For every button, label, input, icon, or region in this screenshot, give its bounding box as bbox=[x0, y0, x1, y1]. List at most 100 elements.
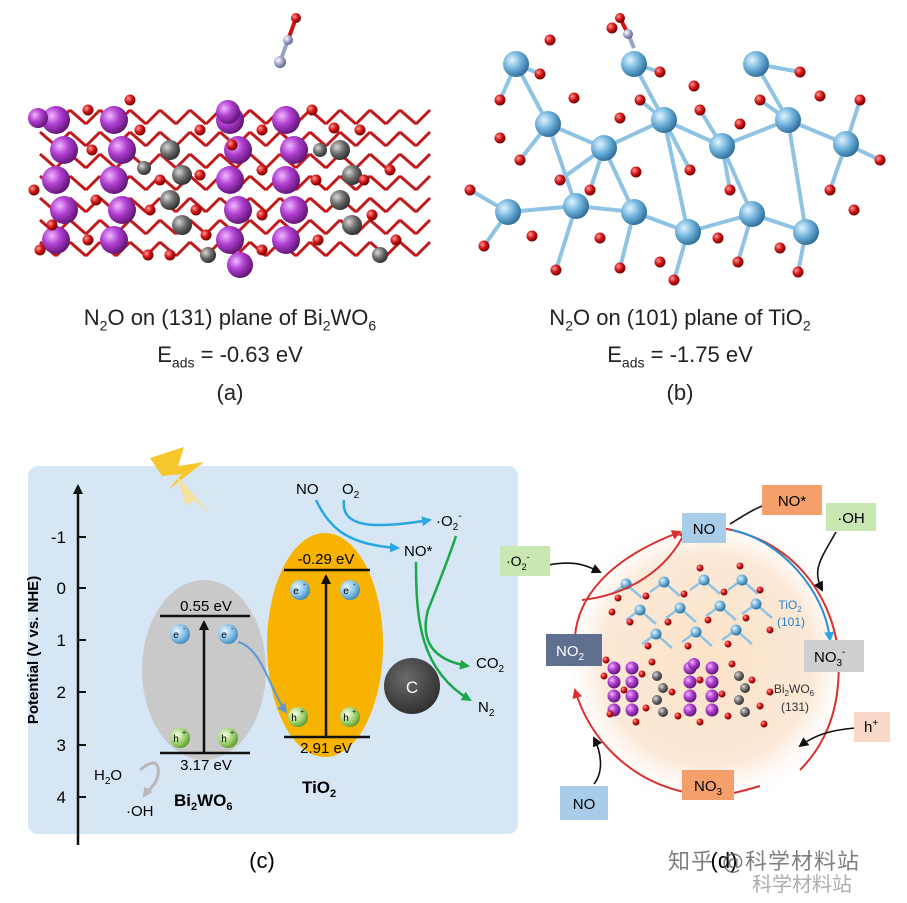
ti-atom bbox=[634, 604, 646, 616]
bond bbox=[39, 152, 57, 170]
cycle-arc-no2-to-no bbox=[581, 528, 688, 601]
o-atom bbox=[494, 132, 506, 144]
n-atom bbox=[274, 56, 286, 68]
w-atom bbox=[658, 683, 668, 693]
hole-attack-arrow bbox=[798, 727, 857, 748]
panel-b-eads: Eads = -1.75 eV bbox=[607, 342, 753, 371]
w-atom bbox=[658, 707, 668, 717]
o-atom bbox=[704, 616, 712, 624]
bond bbox=[189, 152, 207, 170]
w-atom bbox=[740, 707, 750, 717]
axis-tick-label: 2 bbox=[57, 683, 66, 702]
bi-atom bbox=[625, 703, 639, 717]
no-bottom-arrow bbox=[593, 736, 603, 785]
o-atom bbox=[814, 90, 826, 102]
ti-atom bbox=[833, 131, 859, 157]
o-atom bbox=[602, 656, 610, 664]
bi-atom bbox=[50, 196, 78, 224]
o2-label-c: O2 bbox=[342, 481, 360, 501]
o-atom bbox=[200, 229, 212, 241]
w-atom bbox=[330, 140, 350, 160]
ti-atom bbox=[775, 107, 801, 133]
heterojunction-structure bbox=[600, 562, 774, 728]
bi2wo6-slab-structure bbox=[28, 94, 432, 278]
o-atom bbox=[256, 244, 268, 256]
n2o-molecule-b bbox=[615, 13, 636, 49]
bi-atom bbox=[705, 703, 719, 717]
bond bbox=[189, 130, 207, 148]
panel-b-tag: (b) bbox=[666, 379, 694, 405]
o-atom bbox=[694, 104, 706, 116]
o-atom bbox=[194, 124, 206, 136]
axis-tick-label: 0 bbox=[57, 579, 66, 598]
ti-atom bbox=[503, 51, 529, 77]
w-atom bbox=[734, 695, 744, 705]
o-atom bbox=[354, 124, 366, 136]
o-atom bbox=[384, 164, 396, 176]
bi-atom bbox=[108, 196, 136, 224]
o-atom bbox=[644, 642, 652, 650]
bond bbox=[144, 130, 162, 148]
bi2wo6-vb-value: 3.17 eV bbox=[180, 757, 232, 774]
bond bbox=[399, 152, 417, 170]
bond bbox=[174, 130, 192, 148]
bond bbox=[129, 218, 147, 236]
bond bbox=[129, 196, 147, 214]
bond bbox=[294, 218, 312, 236]
w-atom bbox=[172, 215, 192, 235]
o-atom bbox=[774, 242, 786, 254]
o-atom bbox=[544, 34, 556, 46]
o-atom bbox=[668, 274, 680, 286]
svg-text:h: h bbox=[221, 734, 227, 745]
no3-label: NO3 bbox=[694, 778, 723, 798]
no-box-top bbox=[682, 513, 726, 543]
oh-label-d: ·OH bbox=[837, 510, 865, 527]
bond bbox=[129, 108, 147, 126]
bond bbox=[309, 196, 327, 214]
o-atom bbox=[256, 164, 268, 176]
svg-text:+: + bbox=[352, 709, 356, 716]
watermark-secondary: 科学材料站 bbox=[752, 872, 852, 896]
ti-atom bbox=[651, 107, 677, 133]
w-atom bbox=[652, 695, 662, 705]
o-atom bbox=[124, 94, 136, 106]
o-atom bbox=[291, 13, 301, 23]
o-atom bbox=[82, 234, 94, 246]
svg-text:e: e bbox=[173, 630, 179, 641]
bond bbox=[189, 108, 207, 126]
bond bbox=[384, 218, 402, 236]
o-atom bbox=[494, 94, 506, 106]
bond bbox=[369, 196, 387, 214]
oh-attack-arrow bbox=[813, 531, 837, 592]
bond bbox=[414, 152, 432, 170]
o-atom bbox=[792, 266, 804, 278]
bond bbox=[264, 152, 282, 170]
no-box-bottom bbox=[560, 786, 608, 820]
bi-atom bbox=[705, 661, 719, 675]
ti-atom bbox=[674, 602, 686, 614]
o-atom bbox=[684, 642, 692, 650]
bond bbox=[414, 196, 432, 214]
o-atom bbox=[306, 104, 318, 116]
cycle-arc-no3-to-no2 bbox=[572, 688, 685, 793]
superoxide-attack-arrow bbox=[547, 562, 602, 574]
bi-atom bbox=[224, 136, 252, 164]
axis-label: Potential (V vs. NHE) bbox=[25, 576, 42, 724]
electron-bi-2: e- bbox=[218, 624, 238, 644]
bond bbox=[249, 108, 267, 126]
o-atom bbox=[724, 640, 732, 648]
o-atom bbox=[134, 124, 146, 136]
ti-atom bbox=[495, 199, 521, 225]
o-atom bbox=[312, 234, 324, 246]
n2-label-c: N2 bbox=[478, 699, 495, 719]
h2o-oxidation-arrow bbox=[139, 761, 160, 798]
o-atom bbox=[734, 118, 746, 130]
bond bbox=[219, 152, 237, 170]
carbon-label: C bbox=[406, 678, 418, 697]
superoxide-label-c: ·O2- bbox=[436, 511, 462, 533]
bi-atom bbox=[625, 689, 639, 703]
bi-atom bbox=[227, 252, 253, 278]
